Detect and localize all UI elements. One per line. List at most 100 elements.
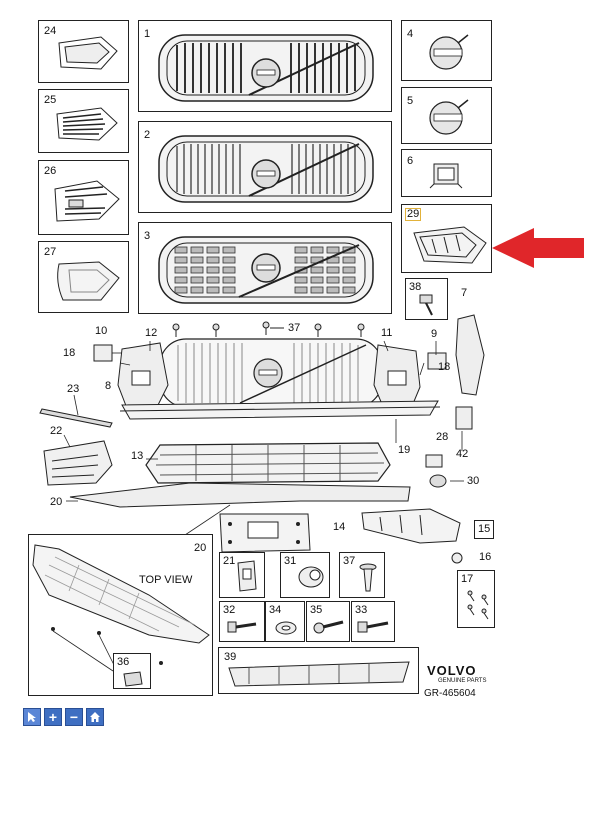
grille-1-drawing [158,34,374,102]
callout-1: 1 [144,28,151,40]
reference-number: GR-465604 [424,688,476,699]
callout-32: 32 [223,604,236,616]
callout-38: 38 [409,281,422,293]
callout-18-left: 18 [63,347,76,359]
callout-37: 37 [288,322,301,334]
callout-8: 8 [105,380,112,392]
nut-16-drawing [451,552,463,564]
callout-35: 35 [310,604,323,616]
callout-20-top: 20 [50,496,63,508]
bolt-38-drawing [419,294,433,316]
strip-39-drawing [228,661,410,687]
rivet-37-drawing [359,563,377,592]
part-box-38[interactable]: 38 [405,278,448,320]
part-box-3[interactable]: 3 [138,222,392,314]
callout-14: 14 [333,521,346,533]
part-box-2[interactable]: 2 [138,121,392,213]
callout-7: 7 [461,287,468,299]
bracket-14-drawing [219,513,311,553]
part-box-1[interactable]: 1 [138,20,392,112]
bracket-21-drawing [237,560,257,592]
part-box-36[interactable]: 36 [113,653,151,689]
clip-6-drawing [429,163,463,189]
viewer-toolbar: + − [23,708,104,726]
callout-27: 27 [44,246,57,258]
part-box-31[interactable]: 31 [280,552,330,598]
emblem-4-drawing [429,34,469,70]
cap-31-drawing [298,566,324,588]
part-box-20-top-view[interactable]: 20 TOP VIEW 36 [28,534,213,696]
callout-5: 5 [407,95,414,107]
callout-25: 25 [44,94,57,106]
part-box-37[interactable]: 37 [339,552,385,598]
part-box-21[interactable]: 21 [219,552,265,598]
callout-12: 12 [145,327,158,339]
splash-shield-drawing [32,544,210,672]
callout-19: 19 [398,444,411,456]
exploded-assembly-drawing [39,314,485,546]
part-box-5[interactable]: 5 [401,87,492,144]
callout-30: 30 [467,475,480,487]
fog-light-bezel-27-drawing [57,261,120,301]
fog-light-bezel-25-drawing [56,107,118,141]
callout-3: 3 [144,230,151,242]
callout-29: 29 [404,208,422,221]
callout-37-box: 37 [343,555,356,567]
part-box-4[interactable]: 4 [401,20,492,81]
washer-34-drawing [275,621,297,635]
callout-28: 28 [436,431,449,443]
zoom-out-icon: − [69,709,79,725]
callout-20-bottom: 20 [194,542,207,554]
callout-13: 13 [131,450,144,462]
zoom-in-button[interactable]: + [44,708,62,726]
part-box-32[interactable]: 32 [219,601,265,642]
bolt-33-drawing [357,621,389,633]
part-box-25[interactable]: 25 [38,89,129,153]
clip-36-drawing [123,671,143,687]
callout-26: 26 [44,165,57,177]
callout-16: 16 [479,551,492,563]
callout-34: 34 [269,604,282,616]
callout-box-15: 15 [474,520,494,539]
part-box-17[interactable]: 17 [457,570,495,628]
callout-10: 10 [95,325,108,337]
callout-33: 33 [355,604,368,616]
emblem-5-drawing [429,99,469,135]
callout-15: 15 [478,523,491,535]
select-button[interactable] [23,708,41,726]
callout-17: 17 [461,573,474,585]
zoom-out-button[interactable]: − [65,708,83,726]
bracket-15-drawing [361,508,461,544]
callout-22: 22 [50,425,63,437]
callout-2: 2 [144,129,151,141]
callout-31: 31 [284,555,297,567]
part-box-39[interactable]: 39 [218,647,419,694]
part-box-35[interactable]: 35 [306,601,350,642]
callout-18-right: 18 [438,361,451,373]
zoom-in-icon: + [48,709,58,725]
callout-23: 23 [67,383,80,395]
fog-light-bezel-24-drawing [58,36,118,70]
part-box-24[interactable]: 24 [38,20,129,83]
callout-39: 39 [224,651,237,663]
callout-11: 11 [381,327,393,339]
bracket-29-drawing [413,226,487,264]
part-box-26[interactable]: 26 [38,160,129,235]
fog-light-bezel-26-drawing [54,180,120,222]
brand-name: VOLVO [427,663,477,678]
callout-9: 9 [431,328,438,340]
callout-21: 21 [223,555,236,567]
part-box-34[interactable]: 34 [265,601,305,642]
bolt-32-drawing [227,621,257,633]
part-box-27[interactable]: 27 [38,241,129,313]
highlight-arrow [492,228,584,268]
home-icon [90,712,100,722]
grille-3-drawing [158,236,374,304]
select-icon [28,712,36,722]
part-box-33[interactable]: 33 [351,601,395,642]
screw-35-drawing [313,620,344,634]
part-box-6[interactable]: 6 [401,149,492,197]
part-box-29[interactable]: 29 [401,204,492,273]
callout-36: 36 [117,656,130,668]
home-button[interactable] [86,708,104,726]
